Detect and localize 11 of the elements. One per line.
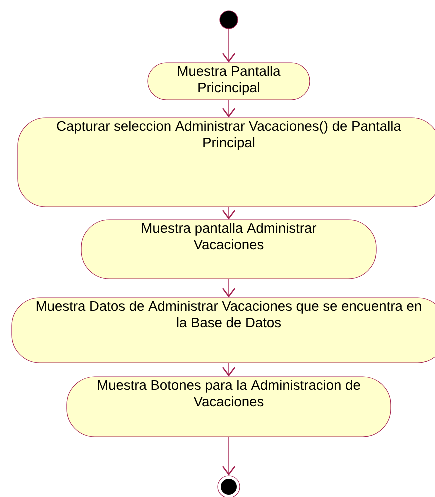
end-node	[218, 476, 240, 497]
activity-box: Capturar seleccion Administrar Vacaciones() de Pantalla Principal	[18, 118, 435, 208]
activity-box: Muestra pantalla Administrar Vacaciones	[81, 220, 377, 280]
start-node	[220, 10, 238, 30]
arrow	[222, 100, 236, 118]
arrow	[222, 28, 236, 63]
activity-box: Muestra Botones para la Administracion de Vacaciones	[66, 376, 392, 438]
activity-box: Muestra Pantalla Pricincipal	[148, 62, 310, 100]
activity-box: Muestra Datos de Administrar Vacaciones que se encuentra en la Base de Datos	[12, 298, 435, 364]
arrow	[222, 278, 236, 298]
arrow	[222, 436, 236, 476]
